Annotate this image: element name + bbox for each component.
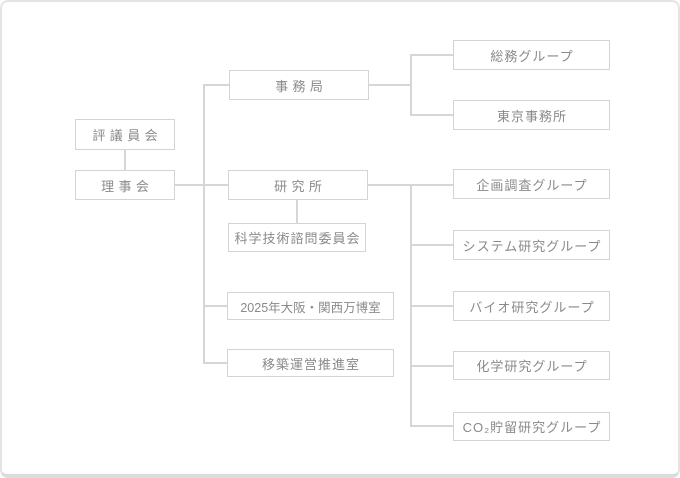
connector-hyogiinkai-rijikai (124, 150, 126, 170)
connector-trunk-kagaku (410, 365, 453, 367)
connector-kenkyusho-shimon (296, 200, 298, 223)
connector-rijikai-kenkyusho (175, 184, 228, 186)
connector-trunk-expo (203, 305, 227, 307)
org-node-science-advisory-committee: 科学技術諮問委員会 (228, 223, 366, 252)
connector-trunk-system (410, 244, 453, 246)
org-node-relocation-promotion-office: 移築運営推進室 (227, 349, 394, 377)
org-node-co2-storage-research-group: CO₂貯留研究グループ (453, 412, 610, 441)
connector-trunk-jimukyoku (203, 84, 230, 86)
org-node-board-of-councilors: 評議員会 (75, 119, 175, 150)
org-node-system-research-group: システム研究グループ (453, 230, 610, 260)
org-node-bio-research-group: バイオ研究グループ (453, 291, 610, 321)
org-node-research-institute: 研究所 (228, 170, 368, 200)
connector-trunk-co2 (410, 425, 453, 427)
org-node-board-of-directors: 理事会 (75, 170, 175, 200)
connector-trunk-somu (410, 54, 453, 56)
org-node-tokyo-office: 東京事務所 (453, 100, 610, 130)
org-node-secretariat: 事務局 (229, 70, 369, 100)
connector-trunk-ichiku (203, 362, 227, 364)
org-node-expo-2025-office: 2025年大阪・関西万博室 (227, 292, 394, 320)
connector-jimukyoku-trunk (369, 84, 411, 86)
connector-trunk-left (203, 84, 205, 364)
org-node-general-affairs-group: 総務グループ (453, 40, 610, 70)
org-node-planning-research-group: 企画調査グループ (453, 169, 610, 199)
connector-trunk-upper-right (410, 54, 412, 115)
org-node-chemistry-research-group: 化学研究グループ (453, 351, 610, 380)
connector-trunk-bio (410, 305, 453, 307)
connector-trunk-tokyo (410, 114, 453, 116)
